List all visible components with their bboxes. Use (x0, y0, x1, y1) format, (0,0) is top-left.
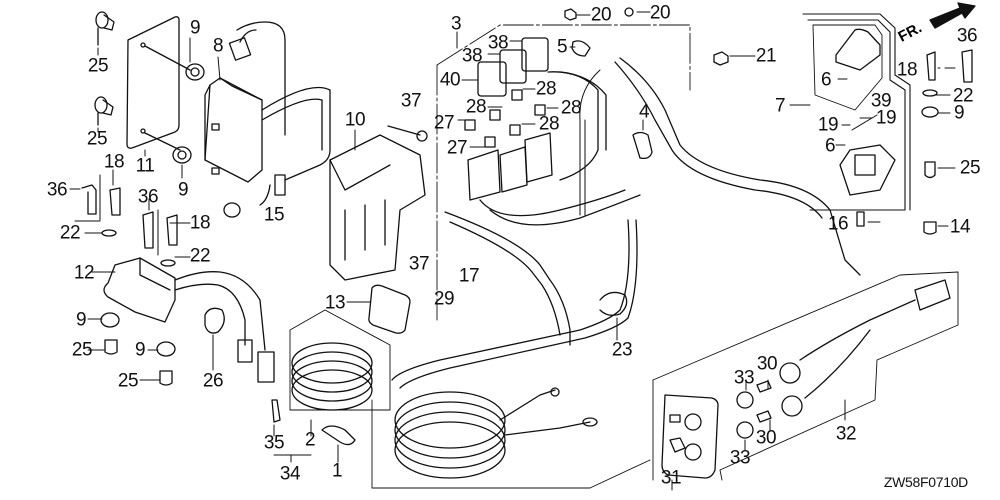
callout-33[interactable]: 33 (733, 367, 755, 389)
callout-28[interactable]: 28 (538, 113, 560, 135)
callout-37[interactable]: 37 (400, 90, 422, 112)
callout-3[interactable]: 3 (450, 13, 462, 35)
callout-36[interactable]: 36 (46, 179, 68, 201)
callout-18[interactable]: 18 (189, 212, 211, 234)
bulb (571, 40, 591, 57)
fuse (464, 89, 546, 148)
callout-36[interactable]: 36 (956, 25, 978, 47)
callout-18[interactable]: 18 (896, 59, 918, 81)
callout-38[interactable]: 38 (487, 32, 509, 54)
collar-bolt (94, 11, 115, 126)
callout-12[interactable]: 12 (73, 262, 95, 284)
callout-40[interactable]: 40 (439, 69, 461, 91)
callout-10[interactable]: 10 (344, 109, 366, 131)
callout-23[interactable]: 23 (611, 339, 633, 361)
callout-11[interactable]: 11 (135, 155, 155, 177)
callout-34[interactable]: 34 (279, 463, 301, 485)
callout-37[interactable]: 37 (408, 253, 430, 275)
callout-16[interactable]: 16 (827, 213, 849, 235)
callout-28[interactable]: 28 (560, 97, 582, 119)
callout-33[interactable]: 33 (729, 447, 751, 469)
callout-2[interactable]: 2 (304, 429, 316, 451)
connector (632, 131, 653, 160)
grommet (172, 63, 205, 164)
meter-panel-assembly (652, 271, 959, 481)
leader-lines (69, 11, 956, 491)
nut (564, 7, 634, 21)
callout-7[interactable]: 7 (774, 95, 786, 117)
callout-25[interactable]: 25 (71, 339, 93, 361)
callout-9[interactable]: 9 (177, 179, 189, 201)
bolt (387, 125, 421, 136)
callout-18[interactable]: 18 (103, 151, 125, 173)
callout-1[interactable]: 1 (331, 460, 343, 482)
cable-tie (599, 291, 628, 316)
callout-28[interactable]: 28 (535, 78, 557, 100)
callout-19[interactable]: 19 (817, 114, 839, 136)
callout-28[interactable]: 28 (465, 96, 487, 118)
grommet-lower (100, 312, 176, 386)
mounting-bracket (329, 134, 426, 281)
callout-21[interactable]: 21 (755, 45, 777, 67)
callout-20[interactable]: 20 (649, 2, 671, 24)
front-direction-arrow (929, 2, 976, 29)
callout-25[interactable]: 25 (959, 157, 981, 179)
callout-20[interactable]: 20 (590, 4, 612, 26)
callout-25[interactable]: 25 (87, 55, 109, 77)
callout-32[interactable]: 32 (835, 423, 857, 445)
callout-30[interactable]: 30 (756, 353, 778, 375)
callout-6[interactable]: 6 (820, 69, 832, 91)
cdi-unit (204, 21, 331, 218)
main-harness (391, 57, 861, 389)
cable-coil-small (289, 309, 391, 411)
callout-36[interactable]: 36 (137, 186, 159, 208)
callout-8[interactable]: 8 (212, 35, 224, 57)
callout-26[interactable]: 26 (202, 370, 224, 392)
cable-coil-large (371, 387, 651, 489)
callout-4[interactable]: 4 (638, 101, 650, 123)
callout-9[interactable]: 9 (189, 17, 201, 39)
callout-9[interactable]: 9 (953, 102, 965, 124)
switch-box (802, 13, 911, 211)
callout-22[interactable]: 22 (952, 85, 974, 107)
callout-35[interactable]: 35 (263, 432, 285, 454)
fuse-box-assembly (436, 24, 691, 321)
cover (368, 284, 411, 334)
flange-bolt (81, 184, 178, 267)
callout-19[interactable]: 19 (875, 107, 897, 129)
callout-38[interactable]: 38 (461, 45, 483, 67)
callout-13[interactable]: 13 (324, 292, 346, 314)
callout-25[interactable]: 25 (117, 370, 139, 392)
callout-14[interactable]: 14 (949, 216, 971, 238)
callout-29[interactable]: 29 (433, 288, 455, 310)
callout-27[interactable]: 27 (433, 112, 455, 134)
bolt-head (416, 130, 428, 142)
callout-5[interactable]: 5 (556, 36, 568, 58)
figure-code: ZW58F0710D (883, 474, 968, 490)
callout-9[interactable]: 9 (134, 339, 146, 361)
callout-25[interactable]: 25 (86, 128, 108, 150)
regulator (103, 257, 275, 383)
callout-15[interactable]: 15 (263, 204, 285, 226)
flange-nut (713, 51, 729, 66)
callout-22[interactable]: 22 (189, 245, 211, 267)
callout-6[interactable]: 6 (824, 135, 836, 157)
callout-39[interactable]: 39 (870, 90, 892, 112)
callout-27[interactable]: 27 (446, 137, 468, 159)
right-fasteners (856, 49, 973, 235)
callout-31[interactable]: 31 (660, 467, 682, 489)
callout-9[interactable]: 9 (75, 309, 87, 331)
clamp (204, 307, 225, 334)
callout-17[interactable]: 17 (458, 265, 480, 287)
clip (271, 399, 281, 423)
cable-clamp (321, 425, 356, 446)
callout-30[interactable]: 30 (755, 427, 777, 449)
callout-22[interactable]: 22 (59, 222, 81, 244)
bracket-plate (126, 16, 191, 151)
